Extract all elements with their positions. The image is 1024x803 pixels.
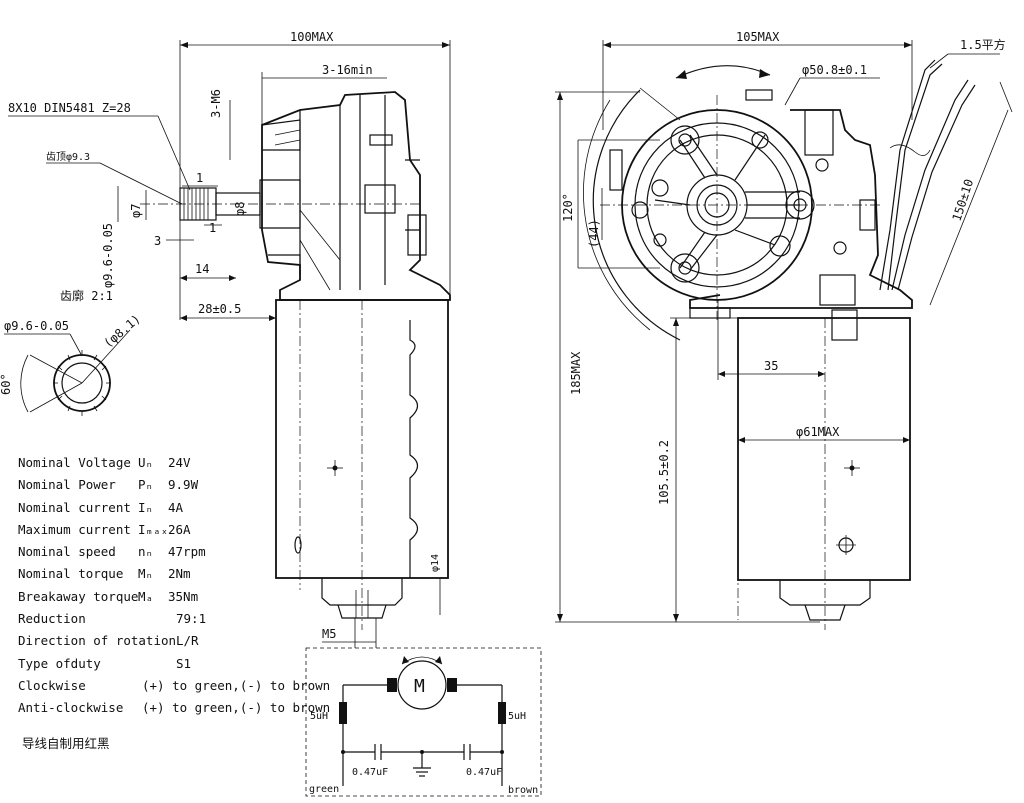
spec-label: Nominal torque	[18, 566, 124, 582]
spec-symbol	[138, 608, 168, 630]
dim-1b: 1	[209, 221, 216, 235]
spec-label: Nominal Voltage	[18, 455, 131, 470]
inductor-left	[339, 702, 347, 724]
screw-m5: M5	[322, 627, 336, 641]
detail-phi96: φ9.6-0.05	[4, 319, 69, 333]
spec-symbol: nₙ	[138, 544, 154, 560]
spec-row: Nominal speed nₙ 47rpm	[18, 541, 330, 563]
terminal-green: green	[309, 784, 339, 795]
spec-label: Type ofduty	[18, 655, 101, 671]
spec-symbol: Mₙ	[138, 566, 154, 582]
spec-row: Nominal Voltage Uₙ 24V	[18, 452, 330, 474]
motor-body-front	[737, 317, 911, 581]
spec-row: Clockwise (+) to green,(-) to brown	[18, 675, 330, 697]
spec-label: Maximum current	[18, 521, 131, 537]
wire-note: 导线自制用红黑	[22, 736, 110, 751]
dim-phi7: φ7	[129, 204, 143, 218]
dim-14: 14	[195, 262, 209, 276]
dim-120: 120°	[561, 193, 575, 222]
wire-brown	[891, 79, 969, 291]
spec-value: 35Nm	[168, 588, 199, 604]
spec-value: 79:1	[176, 611, 207, 627]
dim-phi8: φ8	[233, 202, 247, 216]
dim-35: 35	[764, 359, 778, 373]
spec-value: 9.9W	[168, 477, 199, 493]
dim-3: 3	[154, 234, 161, 248]
spec-label: Nominal Power	[18, 477, 116, 493]
dim-phi96: φ9.6-0.05	[101, 223, 115, 288]
dim-105-5: 105.5±0.2	[657, 440, 671, 505]
cap-left-label: 0.47uF	[352, 767, 388, 778]
spec-symbol: Pₙ	[138, 477, 154, 493]
spec-label: Breakaway torque	[18, 588, 139, 604]
gear-ratio-label: 齿廓 2:1	[60, 288, 113, 303]
spec-symbol: Iₙ	[138, 499, 154, 515]
end-cap	[321, 578, 403, 606]
dim-185max: 185MAX	[569, 351, 583, 395]
dim-3-16min: 3-16min	[322, 63, 373, 77]
spec-symbol: Mₐ	[138, 588, 154, 604]
spline-detail: φ9.6-0.05 (φ8.1) 60°	[0, 312, 143, 416]
spec-label: Direction of rotation	[18, 633, 177, 649]
spec-symbol: Iₘₐₓ	[138, 521, 169, 537]
side-view: 100MAX 3-16min 3-M6 8X10 DIN5481 Z=28 齿顶…	[8, 30, 451, 648]
front-view: 105MAX 1.5平方 φ50.8±0.1	[555, 30, 1013, 630]
motor-label: M	[414, 676, 425, 697]
dim-61max: φ61MAX	[796, 425, 840, 439]
spec-symbol	[138, 630, 168, 652]
terminal-brown: brown	[508, 785, 538, 796]
detail-angle: 60°	[0, 373, 13, 395]
spec-value: 47rpm	[168, 544, 206, 560]
wiring-circuit: M 5uH 5uH 0.47uF 0.47uF green brown	[305, 647, 542, 797]
spec-label: Clockwise	[18, 677, 86, 693]
cap-right-label: 0.47uF	[466, 767, 502, 778]
dim-phi14: φ14	[430, 554, 441, 572]
inductor-right-label: 5uH	[508, 711, 526, 722]
spec-symbol	[138, 653, 168, 675]
dim-28: 28±0.5	[198, 302, 241, 316]
spec-value: (+) to green,(-) to brown	[142, 700, 331, 716]
spec-value: 26A	[168, 521, 191, 537]
spec-value: L/R	[176, 633, 199, 649]
spec-value: (+) to green,(-) to brown	[142, 677, 331, 693]
spec-row: Nominal torque Mₙ 2Nm	[18, 563, 330, 585]
wire-green	[879, 59, 936, 291]
spec-value: 2Nm	[168, 566, 191, 582]
spec-label: Nominal current	[18, 499, 131, 515]
gearbox-housing	[261, 91, 451, 301]
dim-3-m6: 3-M6	[209, 89, 223, 118]
magnet-profile	[409, 320, 419, 578]
spec-row: Anti-clockwise (+) to green,(-) to brown	[18, 697, 330, 719]
hole-diameter: φ50.8±0.1	[802, 63, 867, 77]
spline-spec: 8X10 DIN5481 Z=28	[8, 101, 131, 115]
spec-value: S1	[176, 655, 192, 671]
spec-label: Reduction	[18, 611, 86, 627]
dim-44: (44)	[587, 219, 601, 248]
dim-100max: 100MAX	[290, 30, 334, 44]
motor-symbol	[397, 660, 447, 710]
connector-housing	[689, 109, 913, 309]
spec-row: Type ofduty S1	[18, 653, 330, 675]
spec-label: Nominal speed	[18, 544, 116, 560]
spec-value: 24V	[168, 455, 191, 470]
dim-1a: 1	[196, 171, 203, 185]
spec-value: 4A	[168, 499, 184, 515]
tip-diameter: 齿顶φ9.3	[46, 151, 90, 163]
spec-row: Reduction 79:1	[18, 608, 330, 630]
dim-105max: 105MAX	[736, 30, 780, 44]
spec-row: Nominal Power Pₙ 9.9W	[18, 474, 330, 496]
spec-symbol: Uₙ	[138, 455, 154, 470]
inductor-right	[498, 702, 506, 724]
wire-size: 1.5平方	[960, 37, 1006, 52]
detail-phi81: (φ8.1)	[101, 312, 143, 351]
spec-label: Anti-clockwise	[18, 700, 124, 716]
spec-row: Nominal current Iₙ 4A	[18, 497, 330, 519]
inductor-left-label: 5uH	[310, 711, 328, 722]
